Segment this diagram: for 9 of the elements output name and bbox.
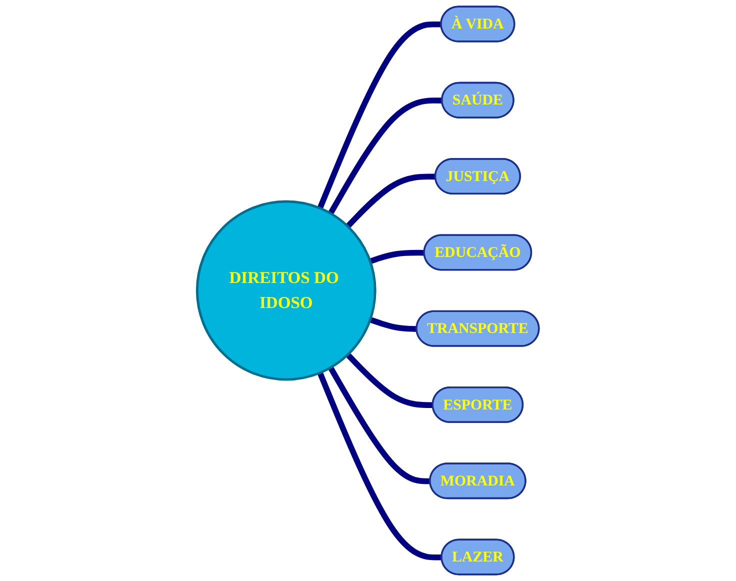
connector bbox=[328, 366, 430, 484]
connector bbox=[328, 98, 442, 215]
connector bbox=[317, 21, 442, 210]
connector bbox=[346, 352, 434, 408]
connector bbox=[369, 316, 417, 332]
connector bbox=[346, 174, 436, 228]
connector bbox=[317, 372, 442, 560]
node-circle: DIREITOS DO IDOSO bbox=[196, 200, 376, 381]
connector bbox=[369, 250, 425, 264]
